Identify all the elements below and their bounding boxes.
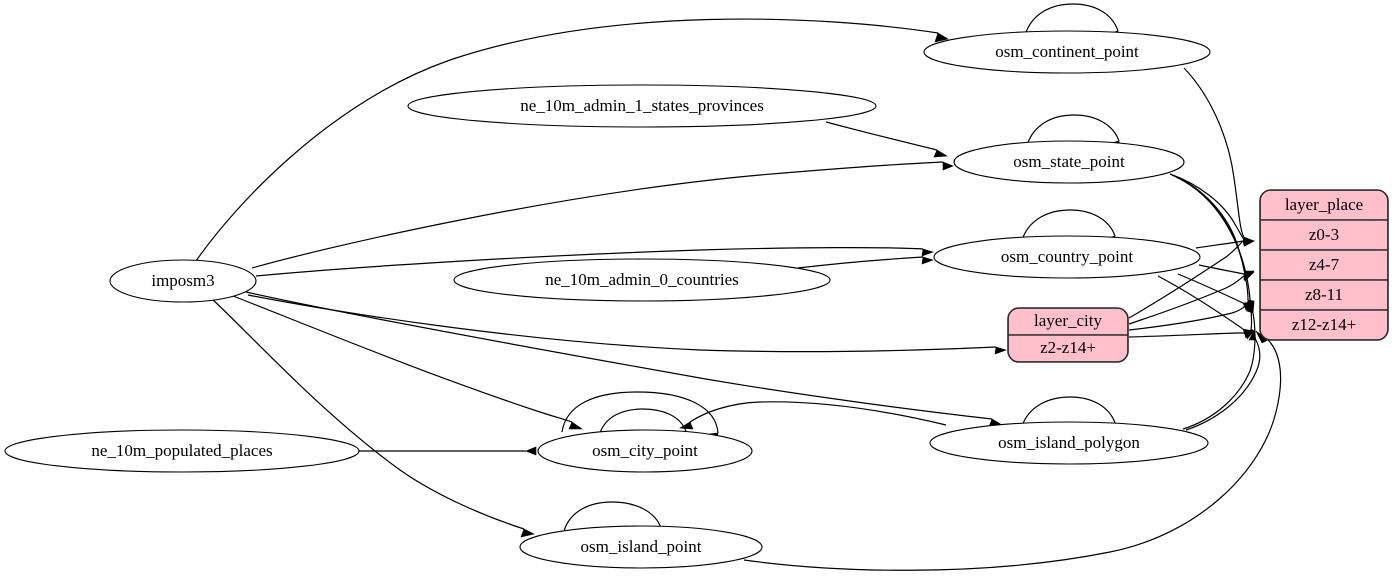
node-label-ne_10m_admin_1_states_provinces: ne_10m_admin_1_states_provinces xyxy=(520,96,764,115)
node-shape-osm_island_polygon[interactable] xyxy=(929,421,1209,465)
edge-imposm3-to-osm_island_polygon xyxy=(245,291,1003,428)
node-shape-osm_continent_point[interactable] xyxy=(923,30,1211,74)
edge-imposm3-to-osm_continent_point xyxy=(195,18,949,262)
edge-ne_10m_admin_1_states_provinces-to-osm_state_point xyxy=(825,121,948,158)
record-label-layer_place-z8-11: z8-11 xyxy=(1305,285,1343,304)
edge-ne_10m_admin_0_countries-to-osm_country_point xyxy=(797,256,934,269)
node-label-osm_continent_point: osm_continent_point xyxy=(995,42,1139,61)
node-label-osm_island_polygon: osm_island_polygon xyxy=(998,433,1140,452)
node-label-osm_state_point: osm_state_point xyxy=(1013,152,1125,171)
node-layer_place[interactable]: layer_place z0-3 z4-7 z8-11 z12-z14+ xyxy=(1259,189,1389,341)
node-label-osm_city_point: osm_city_point xyxy=(592,441,698,460)
node-shape-osm_country_point[interactable] xyxy=(933,235,1201,279)
edge-osm_island_polygon-to-layer_place-z8-11 xyxy=(1182,302,1256,430)
record-row-layer_city-z2-z14[interactable] xyxy=(1008,334,1128,362)
node-ne_10m_populated_places[interactable]: ne_10m_populated_places xyxy=(4,429,360,473)
node-osm_city_point[interactable]: osm_city_point xyxy=(537,429,753,473)
edge-osm_island_polygon-to-layer_place-z12-z14 xyxy=(1185,330,1261,431)
node-ne_10m_admin_0_countries[interactable]: ne_10m_admin_0_countries xyxy=(453,258,831,302)
edges-layer xyxy=(195,3,1282,571)
edge-osm_island_polygon-to-osm_city_point xyxy=(679,401,947,430)
edge-layer_city-to-layer_place-z12-z14 xyxy=(1128,330,1255,340)
node-label-imposm3: imposm3 xyxy=(151,271,214,290)
node-osm_state_point[interactable]: osm_state_point xyxy=(953,140,1185,184)
record-label-layer_place-z4-7: z4-7 xyxy=(1309,255,1340,274)
record-label-layer_place-z12-z14: z12-z14+ xyxy=(1292,315,1356,334)
node-osm_continent_point[interactable]: osm_continent_point xyxy=(923,30,1211,74)
node-layer_city[interactable]: layer_city z2-z14+ xyxy=(1007,307,1129,363)
node-ne_10m_admin_1_states_provinces[interactable]: ne_10m_admin_1_states_provinces xyxy=(407,84,877,128)
edge-layer_city-to-layer_place-z0-3 xyxy=(1128,240,1256,319)
node-shape-osm_city_point[interactable] xyxy=(537,429,753,473)
edge-imposm3-to-osm_island_point xyxy=(211,298,535,538)
node-osm_island_point[interactable]: osm_island_point xyxy=(519,525,763,569)
node-label-ne_10m_admin_0_countries: ne_10m_admin_0_countries xyxy=(545,270,739,289)
record-label-layer_place-z0-3: z0-3 xyxy=(1309,225,1339,244)
node-shape-ne_10m_populated_places[interactable] xyxy=(4,429,360,473)
node-shape-osm_island_point[interactable] xyxy=(519,525,763,569)
edge-ne_10m_populated_places-to-osm_city_point xyxy=(359,446,537,456)
edge-imposm3-to-layer_city xyxy=(247,294,1007,355)
node-label-osm_island_point: osm_island_point xyxy=(581,537,702,556)
edge-osm_continent_point-to-layer_place-z0-3 xyxy=(1183,67,1255,246)
record-row-layer_city-header[interactable] xyxy=(1008,308,1128,336)
edge-layer_city-to-layer_place-z8-11 xyxy=(1128,301,1255,331)
record-label-layer_place-header: layer_place xyxy=(1285,195,1363,214)
node-shape-imposm3[interactable] xyxy=(109,259,257,303)
nodes-layer: imposm3 ne_10m_admin_1_states_provinces … xyxy=(4,30,1211,569)
edge-imposm3-to-osm_country_point xyxy=(255,247,934,277)
record-label-layer_city-header: layer_city xyxy=(1034,311,1102,330)
node-label-osm_country_point: osm_country_point xyxy=(1001,247,1133,266)
node-imposm3[interactable]: imposm3 xyxy=(109,259,257,303)
record-row-layer_place-z12-z14[interactable] xyxy=(1260,309,1388,340)
edge-osm_state_point-to-layer_place-z0-3 xyxy=(1169,173,1255,247)
node-osm_island_polygon[interactable]: osm_island_polygon xyxy=(929,421,1209,465)
edge-osm_country_point-to-layer_place-z12-z14 xyxy=(1157,275,1255,339)
record-outline-layer_city xyxy=(1007,307,1129,363)
edge-imposm3-to-osm_city_point xyxy=(232,295,583,430)
node-shape-osm_state_point[interactable] xyxy=(953,140,1185,184)
record-label-layer_city-z2-z14: z2-z14+ xyxy=(1040,338,1096,357)
node-label-ne_10m_populated_places: ne_10m_populated_places xyxy=(91,441,272,460)
record-outline-layer_place xyxy=(1259,189,1389,341)
edge-layer_city-to-layer_place-z4-7 xyxy=(1128,271,1255,325)
node-shape-ne_10m_admin_1_states_provinces[interactable] xyxy=(407,84,877,128)
node-shape-ne_10m_admin_0_countries[interactable] xyxy=(453,258,831,302)
edge-imposm3-to-osm_state_point xyxy=(251,161,954,269)
node-osm_country_point[interactable]: osm_country_point xyxy=(933,235,1201,279)
